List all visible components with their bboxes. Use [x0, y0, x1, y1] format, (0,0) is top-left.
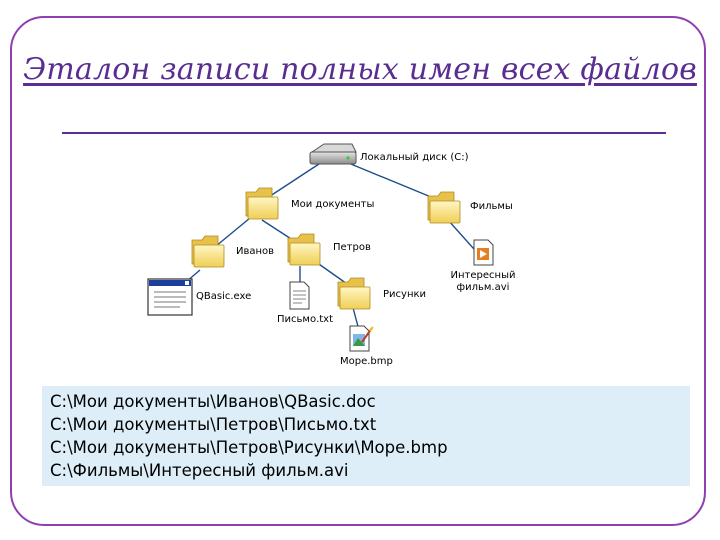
folder-label-my-documents: Мои документы [291, 199, 375, 210]
file-label-qbasic: QBasic.exe [196, 291, 252, 302]
folder-icon [191, 235, 225, 268]
path-line: С:\Мои документы\Иванов\QBasic.doc [50, 392, 376, 411]
file-label-movie-line1: Интересный [450, 270, 516, 281]
folder-label-pictures: Рисунки [383, 289, 427, 300]
title-divider [62, 132, 666, 134]
file-label-letter: Письмо.txt [277, 314, 334, 325]
folder-icon [337, 277, 371, 310]
program-window-icon [147, 278, 193, 316]
file-label-sea: Море.bmp [340, 356, 393, 367]
path-line: С:\Мои документы\Петров\Рисунки\Море.bmp [50, 438, 448, 457]
path-line: С:\Мои документы\Петров\Письмо.txt [50, 415, 377, 434]
full-paths-box: С:\Мои документы\Иванов\QBasic.doc С:\Мо… [42, 386, 690, 486]
text-file-icon [289, 281, 310, 310]
folder-icon [427, 191, 461, 224]
folder-label-ivanov: Иванов [236, 246, 275, 257]
folder-icon [287, 233, 321, 266]
file-label-movie-line2: фильм.avi [456, 282, 510, 293]
bitmap-file-icon [349, 325, 374, 352]
drive-label: Локальный диск (C:) [360, 152, 469, 163]
slide-title: Эталон записи полных имен всех файлов [23, 52, 697, 87]
folder-label-films: Фильмы [470, 201, 513, 212]
path-line: С:\Фильмы\Интересный фильм.avi [50, 461, 349, 480]
folder-label-petrov: Петров [333, 242, 371, 253]
video-file-icon [473, 239, 494, 266]
hard-drive-icon [309, 143, 357, 165]
folder-icon [245, 187, 279, 220]
